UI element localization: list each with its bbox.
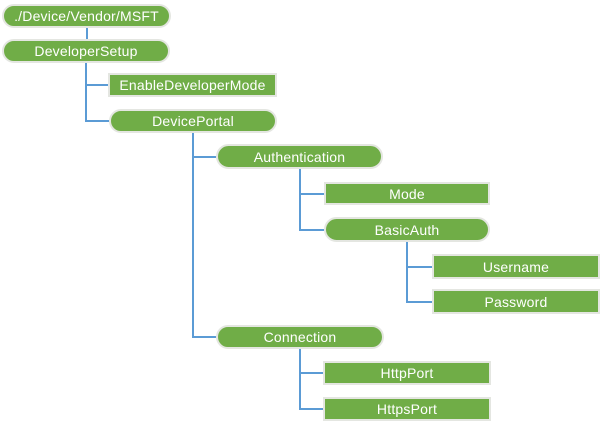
node-label-password: Password: [484, 293, 548, 310]
node-label-username: Username: [482, 258, 550, 275]
connector-trunk-connection: [299, 349, 301, 410]
node-connection: Connection: [216, 325, 384, 349]
node-enable-developer-mode: EnableDeveloperMode: [108, 73, 277, 97]
connector-trunk-authentication: [298, 169, 301, 231]
node-http-port: HttpPort: [323, 361, 491, 385]
connector-device-portal-connection: [193, 336, 216, 338]
node-label-basic-auth: BasicAuth: [374, 221, 440, 238]
connector-developer-setup-enable-developer-mode: [86, 84, 108, 86]
node-password: Password: [432, 289, 600, 314]
node-https-port: HttpsPort: [323, 397, 491, 421]
node-label-mode: Mode: [389, 185, 425, 202]
node-label-https-port: HttpsPort: [376, 401, 438, 417]
node-device-portal: DevicePortal: [109, 109, 277, 133]
node-label-enable-developer-mode: EnableDeveloperMode: [119, 77, 266, 93]
connector-connection-https-port: [300, 408, 323, 410]
connector-basic-auth-username: [407, 265, 432, 268]
node-basic-auth: BasicAuth: [324, 217, 490, 242]
connector-developer-setup-device-portal: [86, 120, 109, 122]
node-msft-root: ./Device/Vendor/MSFT: [2, 4, 171, 28]
node-label-authentication: Authentication: [253, 148, 346, 165]
node-username: Username: [432, 254, 600, 279]
connector-trunk-developer-setup: [85, 63, 87, 122]
node-authentication: Authentication: [216, 144, 383, 169]
connector-device-portal-authentication: [193, 155, 216, 158]
connector-msft-root-developer-setup: [85, 28, 88, 39]
connector-connection-http-port: [300, 372, 323, 374]
connector-authentication-mode: [299, 192, 324, 195]
connector-authentication-basic-auth: [299, 228, 324, 231]
connector-trunk-basic-auth: [406, 242, 408, 303]
node-label-developer-setup: DeveloperSetup: [34, 43, 138, 59]
node-mode: Mode: [324, 182, 490, 205]
connector-trunk-device-portal: [192, 133, 194, 338]
node-label-device-portal: DevicePortal: [152, 113, 234, 129]
connector-basic-auth-password: [407, 300, 432, 303]
node-label-connection: Connection: [263, 329, 337, 345]
node-label-msft-root: ./Device/Vendor/MSFT: [14, 8, 159, 24]
node-label-http-port: HttpPort: [380, 365, 434, 381]
node-developer-setup: DeveloperSetup: [2, 39, 170, 63]
